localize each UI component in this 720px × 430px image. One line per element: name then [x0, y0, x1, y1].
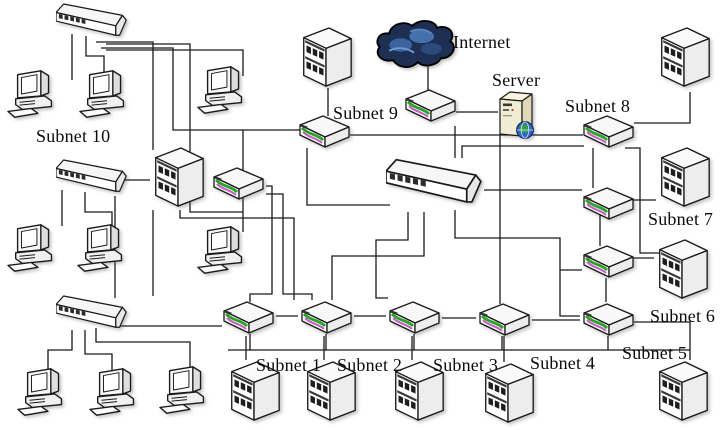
- mainframe-building-subnet8-icon: [654, 26, 714, 90]
- label-subnet7: Subnet 7: [648, 209, 714, 229]
- router-subnet1-icon: [220, 300, 276, 336]
- desktop-computer-icon: [196, 64, 254, 116]
- label-subnet10: Subnet 10: [36, 126, 111, 146]
- mainframe-building-subnet5-icon: [652, 360, 712, 424]
- desktop-computer-icon: [76, 222, 134, 274]
- router-subnet4-icon: [476, 302, 532, 338]
- desktop-computer-icon: [88, 366, 146, 418]
- router-subnet3-icon: [386, 300, 442, 336]
- label-server: Server: [492, 70, 541, 90]
- router-subnet7-icon: [580, 186, 636, 222]
- desktop-computer-icon: [6, 68, 64, 120]
- label-internet: Internet: [453, 32, 511, 52]
- label-subnet9: Subnet 9: [333, 103, 399, 123]
- switch-left-middle-icon: [56, 158, 130, 198]
- mainframe-building-subnet9-icon: [296, 26, 356, 90]
- mainframe-building-left-middle-icon: [148, 146, 208, 210]
- server-tower-icon: [496, 90, 538, 140]
- switch-left-bottom-icon: [56, 294, 130, 334]
- router-left-middle-icon: [210, 166, 266, 202]
- label-subnet3: Subnet 3: [433, 355, 499, 375]
- label-subnet4: Subnet 4: [530, 353, 596, 373]
- router-internet-icon: [402, 88, 458, 124]
- desktop-computer-icon: [196, 224, 254, 276]
- router-subnet2-icon: [298, 300, 354, 336]
- desktop-computer-icon: [158, 364, 216, 416]
- mainframe-building-subnet6-icon: [652, 238, 712, 302]
- label-subnet2: Subnet 2: [337, 355, 403, 375]
- router-subnet8-icon: [580, 114, 636, 150]
- desktop-computer-icon: [6, 222, 64, 274]
- router-subnet6-icon: [580, 244, 636, 280]
- desktop-computer-icon: [78, 68, 136, 120]
- label-subnet5: Subnet 5: [622, 343, 688, 363]
- label-subnet6: Subnet 6: [650, 306, 716, 326]
- label-subnet1: Subnet 1: [256, 355, 322, 375]
- desktop-computer-icon: [16, 366, 74, 418]
- internet-cloud-icon: [372, 18, 458, 72]
- router-subnet5-icon: [580, 302, 636, 338]
- label-subnet8: Subnet 8: [565, 96, 631, 116]
- switch-core-icon: [386, 154, 486, 214]
- switch-subnet10-icon: [56, 2, 130, 42]
- mainframe-building-subnet7-icon: [654, 146, 714, 210]
